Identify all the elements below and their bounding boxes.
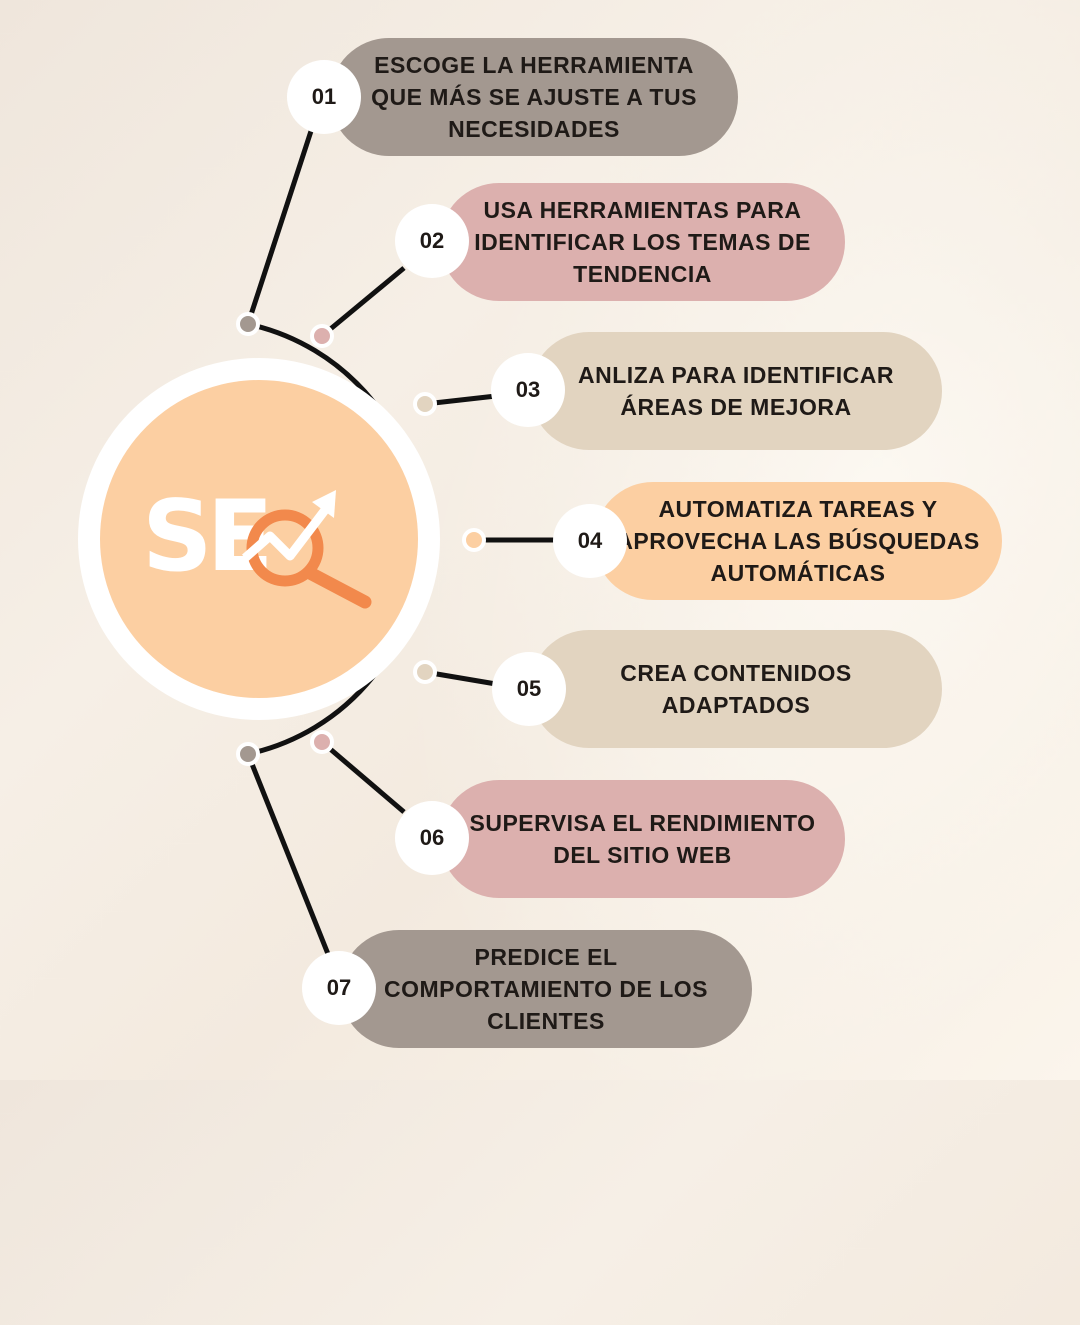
magnifier-trend-icon (242, 490, 372, 609)
node-dot-01 (236, 312, 260, 336)
step-pill-07: Predice el comportamiento de los cliente… (340, 930, 752, 1048)
step-pill-03: Anliza para identificar áreas de mejora (530, 332, 942, 450)
step-pill-06: Supervisa el rendimiento del sitio web (440, 780, 845, 898)
connector-lines (236, 127, 556, 955)
step-number-05: 05 (492, 652, 566, 726)
node-dot-07 (236, 742, 260, 766)
connector-02 (320, 266, 406, 338)
node-dot-05 (413, 660, 437, 684)
node-dot-06 (310, 730, 334, 754)
step-pill-01: Escoge la herramienta que más se ajuste … (330, 38, 738, 156)
connector-07 (245, 753, 331, 955)
step-text-06: Supervisa el rendimiento del sitio web (469, 810, 816, 868)
node-dot-02 (310, 324, 334, 348)
step-pill-05: Crea contenidos adaptados (530, 630, 942, 748)
step-text-02: Usa herramientas para identificar los te… (474, 197, 811, 287)
connector-01 (245, 127, 315, 325)
step-text-04: Automatiza tareas y aprovecha las búsque… (616, 496, 980, 586)
step-text-05: Crea contenidos adaptados (620, 660, 852, 718)
node-dot-03 (413, 392, 437, 416)
step-number-04: 04 (553, 504, 627, 578)
hub-circle (100, 380, 418, 698)
step-text-01: Escoge la herramienta que más se ajuste … (371, 52, 697, 142)
step-number-01: 01 (287, 60, 361, 134)
connector-06 (320, 740, 406, 814)
step-number-07: 07 (302, 951, 376, 1025)
step-pill-02: Usa herramientas para identificar los te… (440, 183, 845, 301)
step-text-07: Predice el comportamiento de los cliente… (384, 944, 708, 1034)
step-text-03: Anliza para identificar áreas de mejora (577, 362, 894, 420)
connector-05 (424, 669, 497, 687)
step-pill-04: Automatiza tareas y aprovecha las búsque… (594, 482, 1002, 600)
step-number-03: 03 (491, 353, 565, 427)
step-number-06: 06 (395, 801, 469, 875)
step-number-02: 02 (395, 204, 469, 278)
node-dot-04 (462, 528, 486, 552)
